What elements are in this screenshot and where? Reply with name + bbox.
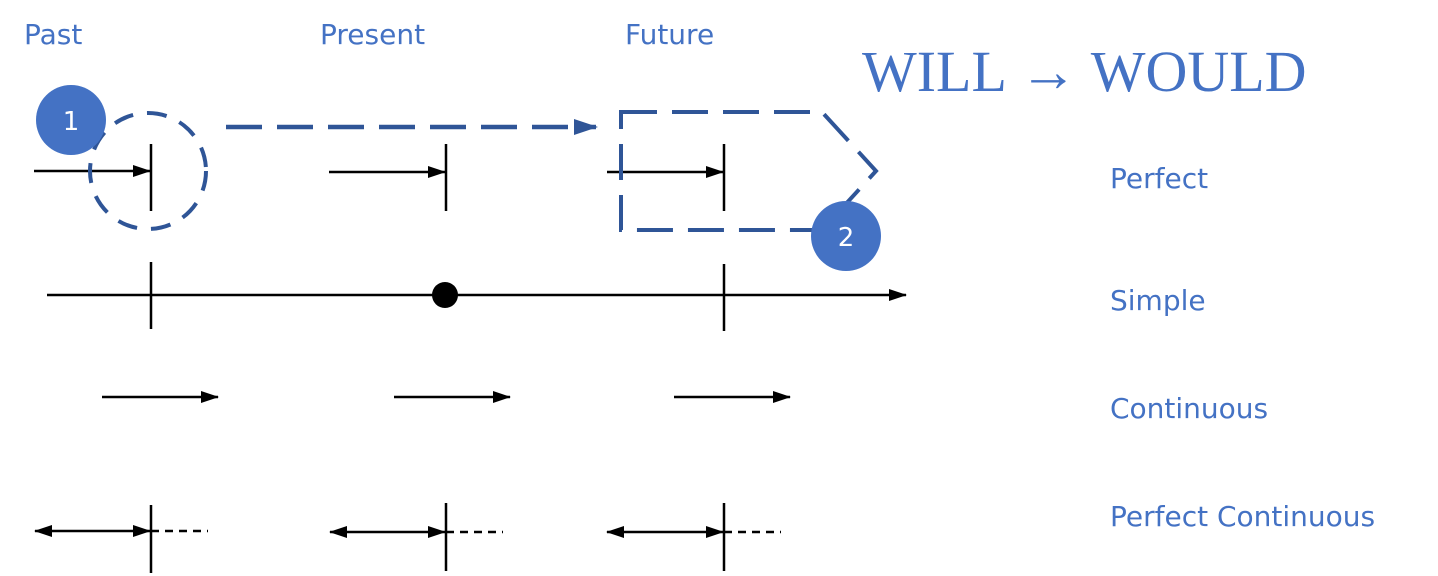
tense-label-continuous: Continuous bbox=[1110, 392, 1269, 425]
badge-1: 1 bbox=[36, 85, 106, 155]
badge-1-text: 1 bbox=[63, 107, 80, 137]
tense-label-simple: Simple bbox=[1110, 284, 1206, 317]
past-perfect-highlight-circle bbox=[88, 111, 208, 231]
tense-label-perfect: Perfect bbox=[1110, 162, 1209, 195]
future-perfect-highlight-box bbox=[619, 110, 879, 232]
simple-row bbox=[47, 262, 907, 331]
perfect-continuous-row bbox=[34, 503, 781, 573]
badge-2-circle bbox=[811, 201, 881, 271]
present-simple-dot bbox=[432, 282, 458, 308]
period-label-future: Future bbox=[625, 18, 715, 51]
badge-2-text: 2 bbox=[838, 223, 855, 253]
annotations: 1 2 bbox=[36, 85, 881, 271]
period-label-present: Present bbox=[320, 18, 426, 51]
badge-2: 2 bbox=[811, 201, 881, 271]
tense-label-perfect-continuous: Perfect Continuous bbox=[1110, 500, 1376, 533]
period-label-past: Past bbox=[24, 18, 83, 51]
title-will-to-would: WILL → WOULD bbox=[862, 39, 1307, 104]
badge-1-circle bbox=[36, 85, 106, 155]
